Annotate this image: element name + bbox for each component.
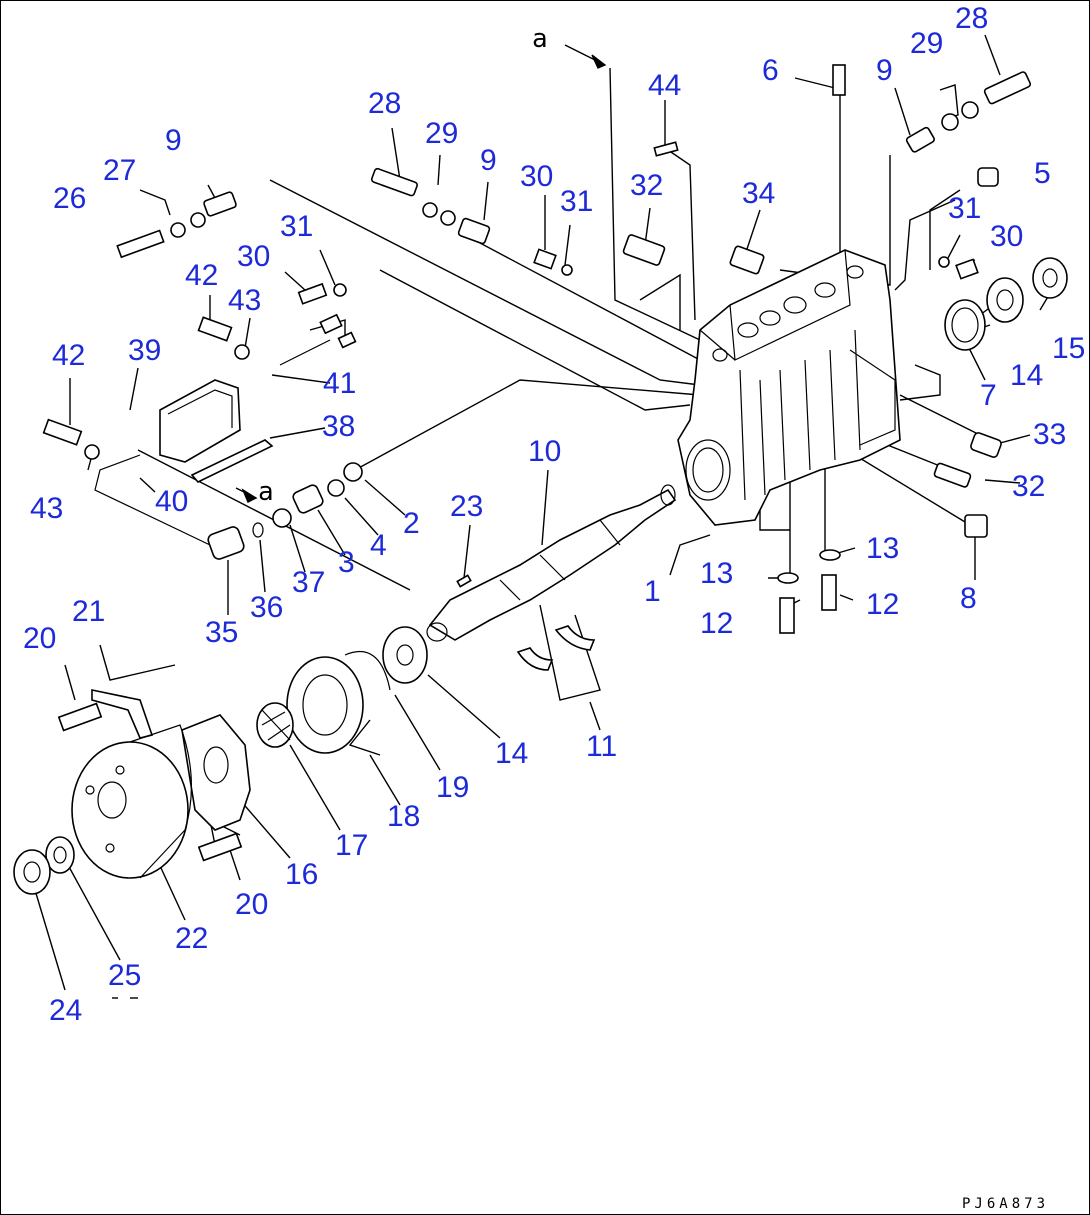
callout-11: 11 xyxy=(586,730,617,763)
callout-23: 23 xyxy=(450,490,483,523)
callout-9: 9 xyxy=(480,144,497,177)
leader-lines xyxy=(34,34,1056,999)
drawing-code: PJ6A873 xyxy=(962,1196,1049,1212)
governor-16 xyxy=(181,714,251,831)
callout-4: 4 xyxy=(370,529,387,562)
callout-10: 10 xyxy=(528,435,561,468)
callout-43: 43 xyxy=(228,284,261,317)
strip-38 xyxy=(190,439,274,483)
callout-13: 13 xyxy=(700,557,733,590)
callout-38: 38 xyxy=(322,410,355,443)
callout-13: 13 xyxy=(866,532,899,565)
sensor-35 xyxy=(207,526,245,560)
callout-5: 5 xyxy=(1034,157,1051,190)
callout-33: 33 xyxy=(1033,418,1066,451)
callout-26: 26 xyxy=(53,182,86,215)
callout-15: 15 xyxy=(1052,332,1085,365)
callout-12: 12 xyxy=(866,588,899,621)
callout-39: 39 xyxy=(128,334,161,367)
callout-2: 2 xyxy=(403,507,420,540)
callout-34: 34 xyxy=(742,177,775,210)
gear-15 xyxy=(1032,257,1068,299)
callout-25: 25 xyxy=(108,959,141,992)
callout-43: 43 xyxy=(30,492,63,525)
callout-42: 42 xyxy=(185,259,218,292)
callout-36: 36 xyxy=(250,591,283,624)
callout-22: 22 xyxy=(175,922,208,955)
flyweight-22 xyxy=(71,724,193,879)
callout-27: 27 xyxy=(103,154,136,187)
callout-17: 17 xyxy=(335,829,368,862)
callout-42: 42 xyxy=(52,339,85,372)
callout-20: 20 xyxy=(235,888,268,921)
callout-6: 6 xyxy=(762,54,779,87)
callout-29: 29 xyxy=(910,27,943,60)
ring-19 xyxy=(344,650,391,691)
bearing-halves xyxy=(516,625,596,671)
callout-30: 30 xyxy=(237,240,270,273)
connector-41 xyxy=(279,313,357,366)
callout-9: 9 xyxy=(165,124,182,157)
tube-40 xyxy=(94,454,211,546)
pump-housing xyxy=(677,249,901,526)
callout-8: 8 xyxy=(960,582,977,615)
washer-25 xyxy=(45,836,75,874)
callout-19: 19 xyxy=(436,771,469,804)
callout-28: 28 xyxy=(955,2,988,35)
callout-31: 31 xyxy=(560,185,593,218)
callout-14: 14 xyxy=(1010,359,1043,392)
small-parts xyxy=(42,64,1032,862)
callout-30: 30 xyxy=(520,160,553,193)
callout-3: 3 xyxy=(338,546,355,579)
callout-32: 32 xyxy=(1012,470,1045,503)
callout-30: 30 xyxy=(990,220,1023,253)
callout-24: 24 xyxy=(49,994,82,1027)
cover-18 xyxy=(286,656,364,754)
nut-24 xyxy=(13,849,51,895)
callout-12: 12 xyxy=(700,607,733,640)
callout-44: 44 xyxy=(648,69,681,102)
camshaft xyxy=(426,484,677,642)
callout-32: 32 xyxy=(630,169,663,202)
callout-7: 7 xyxy=(980,379,997,412)
callout-16: 16 xyxy=(285,858,318,891)
callout-numbers: 28 29 9 6 9 29 28 44 5 9 27 26 30 31 32 … xyxy=(23,2,1085,1027)
view-mark-a-lower: a xyxy=(258,477,274,507)
callout-28: 28 xyxy=(368,87,401,120)
callout-21: 21 xyxy=(72,595,105,628)
plate-14b xyxy=(382,626,428,684)
callout-9: 9 xyxy=(876,54,893,87)
callout-35: 35 xyxy=(205,616,238,649)
plate-39 xyxy=(159,379,241,463)
view-mark-a-top: a xyxy=(532,24,548,54)
callout-40: 40 xyxy=(155,485,188,518)
callout-20: 20 xyxy=(23,622,56,655)
coupling-14a xyxy=(986,277,1024,323)
callout-29: 29 xyxy=(425,117,458,150)
callout-31: 31 xyxy=(280,210,313,243)
callout-14: 14 xyxy=(495,737,528,770)
callout-37: 37 xyxy=(292,566,325,599)
callout-41: 41 xyxy=(323,367,356,400)
bushing-7 xyxy=(944,299,986,351)
callout-1: 1 xyxy=(644,575,661,608)
callout-31: 31 xyxy=(948,192,981,225)
gear-17 xyxy=(256,702,294,748)
callout-18: 18 xyxy=(387,800,420,833)
